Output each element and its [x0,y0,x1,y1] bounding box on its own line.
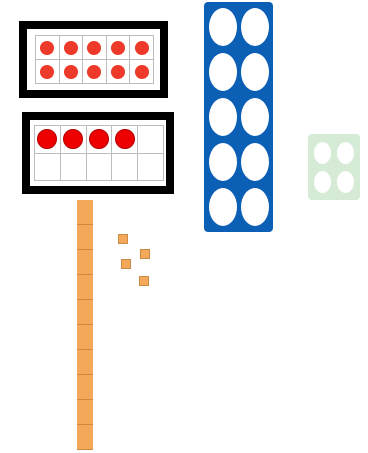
counter-icon [37,129,57,149]
ten-frame-four[interactable] [22,112,174,194]
rod-segment [77,425,93,450]
numicon-hole [314,142,331,164]
counter-icon [111,65,125,79]
empty-cell [35,154,61,182]
rod-segment [77,250,93,275]
numicon-hole [337,142,354,164]
base-ten-rod[interactable] [77,200,93,450]
numicon-hole [241,188,269,226]
counter-icon [64,41,78,55]
rod-segment [77,300,93,325]
counter-icon [115,129,135,149]
empty-cell [61,154,87,182]
base-ten-unit[interactable] [118,234,128,244]
numicon-hole [209,53,237,91]
counter-icon [64,65,78,79]
counter-icon [40,65,54,79]
base-ten-unit[interactable] [121,259,131,269]
rod-segment [77,225,93,250]
counter-icon [135,41,149,55]
counter-icon [135,65,149,79]
empty-cell [138,126,164,154]
base-ten-unit[interactable] [139,276,149,286]
rod-segment [77,200,93,225]
rod-segment [77,350,93,375]
numicon-hole [241,53,269,91]
rod-segment [77,275,93,300]
rod-segment [77,325,93,350]
counter-icon [87,65,101,79]
rod-segment [77,400,93,425]
ten-frame-full[interactable] [19,21,168,98]
numicon-hole [209,143,237,181]
base-ten-unit[interactable] [140,249,150,259]
numicon-four[interactable] [308,134,360,200]
numicon-hole [337,171,354,193]
numicon-hole [209,188,237,226]
empty-cell [112,154,138,182]
counter-icon [89,129,109,149]
counter-icon [63,129,83,149]
numicon-hole [241,98,269,136]
numicon-hole [209,98,237,136]
ten-frame-grid [34,125,164,181]
numicon-hole [209,8,237,46]
numicon-hole [241,143,269,181]
empty-cell [87,154,113,182]
empty-cell [138,154,164,182]
counter-icon [40,41,54,55]
rod-segment [77,375,93,400]
counter-icon [111,41,125,55]
counter-icon [87,41,101,55]
numicon-ten[interactable] [204,2,273,232]
numicon-hole [314,171,331,193]
numicon-hole [241,8,269,46]
ten-frame-grid [35,35,154,84]
